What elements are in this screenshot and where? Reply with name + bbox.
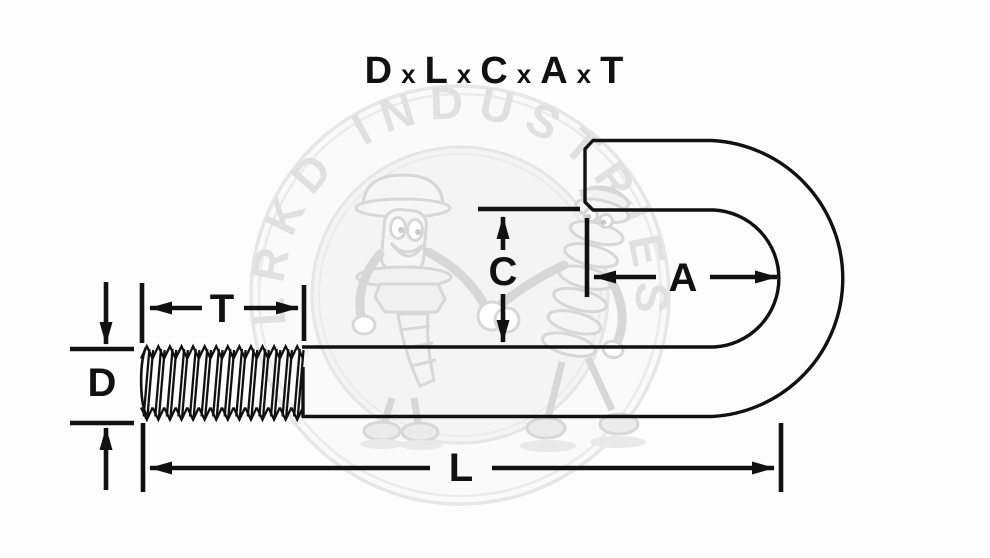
mascot-left-bolt	[351, 173, 489, 443]
l-label: L	[449, 446, 473, 490]
dimension-C: C	[478, 206, 580, 343]
title-separator-icon: x	[577, 59, 592, 89]
d-label: D	[88, 361, 117, 405]
leg-right	[410, 397, 422, 425]
ground-shadows	[360, 436, 646, 452]
mascot-right-legs	[525, 356, 640, 440]
j-bolt-outline	[301, 138, 845, 419]
title-letter-d: D	[365, 50, 392, 92]
emblem-inner-ring	[310, 145, 610, 445]
shadow-3	[520, 440, 576, 452]
handshake-glove-right	[493, 306, 521, 334]
watermark-emblem: LRKD INDUSTRIES	[241, 76, 671, 506]
shadow-1	[360, 439, 404, 449]
coil-6	[546, 309, 603, 336]
screw-shoe-right	[598, 412, 640, 436]
t-label: T	[210, 287, 234, 331]
eye-right	[406, 218, 424, 242]
pupil-right	[415, 229, 421, 235]
screw-shoe-left	[525, 416, 567, 440]
title-letter-l: L	[425, 50, 448, 92]
screw-leg-right	[584, 356, 616, 412]
dimension-A: A	[584, 218, 778, 300]
leg-left	[380, 396, 396, 426]
screw-pupil-right	[600, 219, 607, 226]
screw-pupil-left	[585, 213, 592, 220]
dimension-L: L	[140, 423, 784, 492]
title-letter-c: C	[480, 50, 507, 92]
smile	[389, 241, 425, 258]
j-bolt-drawing	[139, 138, 845, 421]
coil-7	[541, 331, 597, 358]
screw-eye-right	[597, 212, 614, 229]
c-label: C	[489, 250, 518, 294]
tail-ridge-1	[400, 324, 431, 332]
dimension-D: D	[70, 282, 134, 490]
bolt-body	[379, 207, 428, 275]
title-separator-icon: x	[401, 59, 416, 89]
hex-nut	[373, 282, 447, 314]
title-separator-icon: x	[517, 59, 532, 89]
tail-ridge-3	[411, 358, 437, 368]
emblem-outer-ring-inner-line	[257, 92, 663, 498]
eye-left	[389, 216, 407, 240]
shoe-left	[362, 420, 402, 442]
arm-left	[355, 249, 385, 321]
pupil-left	[398, 227, 404, 233]
coil-5	[552, 286, 608, 314]
shadow-4	[590, 436, 646, 448]
arm-right	[423, 247, 489, 309]
dimension-annotations: T D C A L	[70, 206, 784, 492]
emblem-outer-ring	[249, 84, 671, 506]
title-letter-a: A	[540, 50, 567, 92]
shadow-2	[399, 440, 443, 450]
emblem-inner-ring-inner-line	[318, 153, 602, 437]
title-letter-t: T	[600, 50, 623, 92]
hand-left	[351, 314, 377, 336]
a-label: A	[669, 256, 698, 300]
screw-arm-right	[605, 274, 627, 349]
shoe-right	[400, 421, 440, 443]
screw-leg-left	[544, 361, 566, 419]
dimension-T: T	[139, 283, 307, 343]
title-separator-icon: x	[457, 59, 472, 89]
